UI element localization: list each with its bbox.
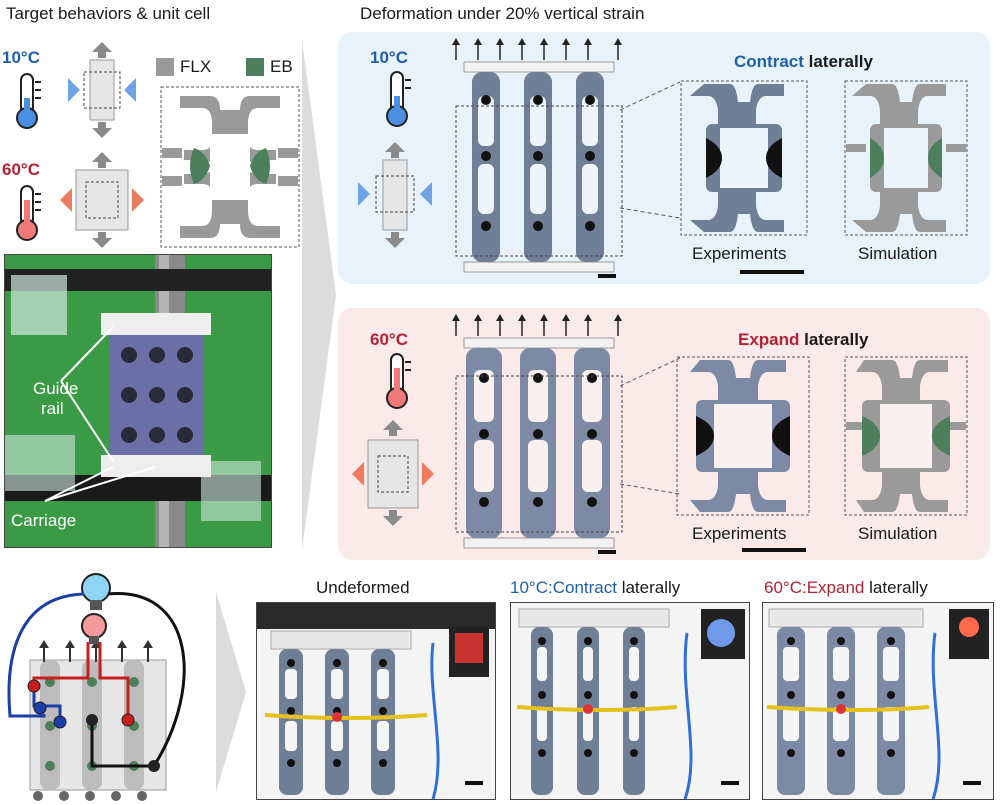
hot-heading-keyword: Expand [738,330,800,349]
hot-photo-rest: laterally [864,578,928,597]
cold-simulation-label: Simulation [858,244,938,263]
hot-panel-schematic [352,420,434,526]
hot-heading-rest: laterally [799,330,869,349]
hot-photo-prefix: 60°C: [764,578,807,597]
hot-simulation-zoom [844,356,968,516]
thermometer-hot-icon [16,185,41,241]
hot-photo-label: 60°C:Expand laterally [764,578,928,598]
hot-scale-bar [742,548,806,552]
thermometer-hot-icon-panel [386,353,411,409]
right-title: Deformation under 20% vertical strain [360,4,645,23]
hot-photo [762,602,994,800]
hot-zoom-lines [620,357,680,495]
hot-lattice-experiment [452,314,623,554]
light-bulb-blue-icon [81,573,111,610]
left-title: Target behaviors & unit cell [6,4,211,23]
cold-heading-rest: laterally [803,52,873,71]
guide-label-line2: rail [41,399,64,418]
undeformed-photo [256,602,496,800]
hot-behavior-schematic [60,152,144,248]
hot-panel-heading: Expand laterally [738,330,868,350]
cold-behavior-schematic [68,42,136,138]
chevron-right-icon-bottom [216,592,246,792]
cold-photo [510,602,750,800]
flx-legend-swatch [156,58,174,76]
unit-cell-diagram [160,86,300,248]
cold-simulation-zoom [844,80,968,236]
undeformed-illustration [257,603,495,799]
eb-legend-swatch [246,58,264,76]
chevron-right-icon [302,40,336,550]
cold-scale-bar [740,270,804,274]
undeformed-label: Undeformed [316,578,410,597]
test-setup-illustration [5,255,271,547]
cold-experiments-label: Experiments [692,244,787,263]
cold-photo-prefix: 10°C: [510,578,553,597]
light-bulb-red-icon [81,613,107,644]
cold-panel-schematic [358,142,432,248]
hot-panel-temp: 60°C [370,330,408,349]
cold-photo-keyword: Contract [552,578,617,597]
cold-panel-temp: 10°C [370,48,408,67]
guide-label-line1: Guide [33,379,79,398]
cold-panel-heading: Contract laterally [734,52,873,72]
cold-photo-rest: laterally [616,578,681,597]
hot-simulation-label: Simulation [858,524,938,543]
thermometer-cold-icon [16,73,41,129]
hot-temp-label: 60°C [2,160,40,179]
hot-experiments-label: Experiments [692,524,787,543]
cold-heading-keyword: Contract [734,52,804,71]
test-setup-photo: Guide rail Carriage [4,254,272,548]
cold-experiment-zoom [680,80,808,236]
flx-legend-label: FLX [180,57,212,76]
eb-legend-label: EB [270,57,293,76]
circuit-diagram [7,573,186,801]
cold-temp-label: 10°C [2,48,40,67]
carriage-label: Carriage [11,511,77,530]
cold-zoom-lines [620,81,680,219]
cold-photo-illustration [516,608,745,799]
thermometer-cold-icon-panel [386,71,411,127]
cold-lattice-experiment [452,38,623,278]
hot-experiment-zoom [676,356,810,516]
hot-photo-keyword: Expand [806,578,865,597]
hot-photo-illustration [766,608,989,799]
cold-photo-label: 10°C:Contract laterally [510,578,680,598]
